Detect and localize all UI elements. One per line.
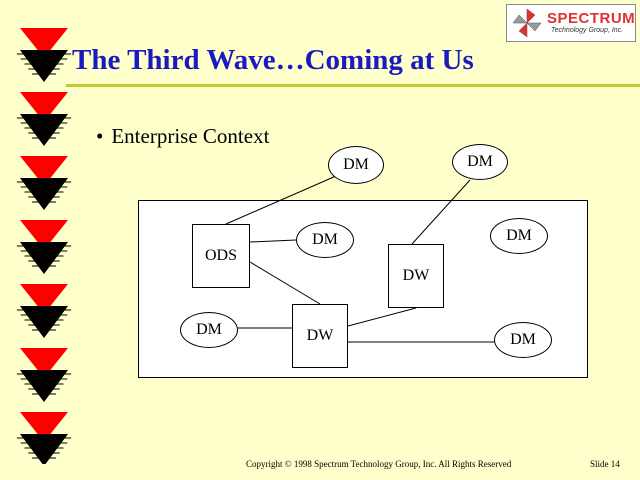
node-dw-upper: DW (388, 244, 444, 308)
sidebar-triangle-icon (17, 220, 71, 274)
connector-ods-dw-lower (249, 261, 321, 305)
logo-wordmark: SPECTRUM (547, 10, 636, 27)
connector-ods-dm-top-center (225, 175, 337, 225)
node-ods: ODS (192, 224, 250, 288)
node-dw-lower: DW (292, 304, 348, 368)
node-dm-top-right: DM (452, 144, 508, 180)
sidebar-triangle-icon (17, 28, 71, 82)
sidebar-triangle-icon (17, 156, 71, 210)
sidebar-triangle-icon (17, 348, 71, 402)
slide-title: The Third Wave…Coming at Us (72, 44, 474, 76)
connector-ods-dm-inner-center (249, 239, 297, 243)
connector-dw-lower-dw-upper (347, 307, 417, 327)
copyright-footer: Copyright © 1998 Spectrum Technology Gro… (246, 459, 512, 469)
pinwheel-icon (512, 8, 542, 38)
node-dm-lower-left: DM (180, 312, 238, 348)
connector-dw-upper-dm-top-right (411, 179, 471, 245)
sidebar-triangle-icon (17, 284, 71, 338)
node-dm-inner-center: DM (296, 222, 354, 258)
node-dm-top-center: DM (328, 146, 384, 184)
node-dm-lower-right: DM (494, 322, 552, 358)
sidebar-triangle-icon (17, 412, 71, 464)
logo-tagline: Technology Group, Inc. (551, 27, 624, 34)
bullet-text: Enterprise Context (111, 124, 270, 148)
bullet-dot-icon: • (96, 124, 104, 148)
sidebar-triangle-icon (17, 92, 71, 146)
title-underline (66, 84, 640, 87)
slide-number: Slide 14 (590, 459, 620, 469)
sidebar-triangles (17, 28, 71, 464)
company-logo: SPECTRUM Technology Group, Inc. (506, 4, 636, 42)
node-dm-inner-right: DM (490, 218, 548, 254)
bullet-item: • Enterprise Context (96, 124, 269, 149)
